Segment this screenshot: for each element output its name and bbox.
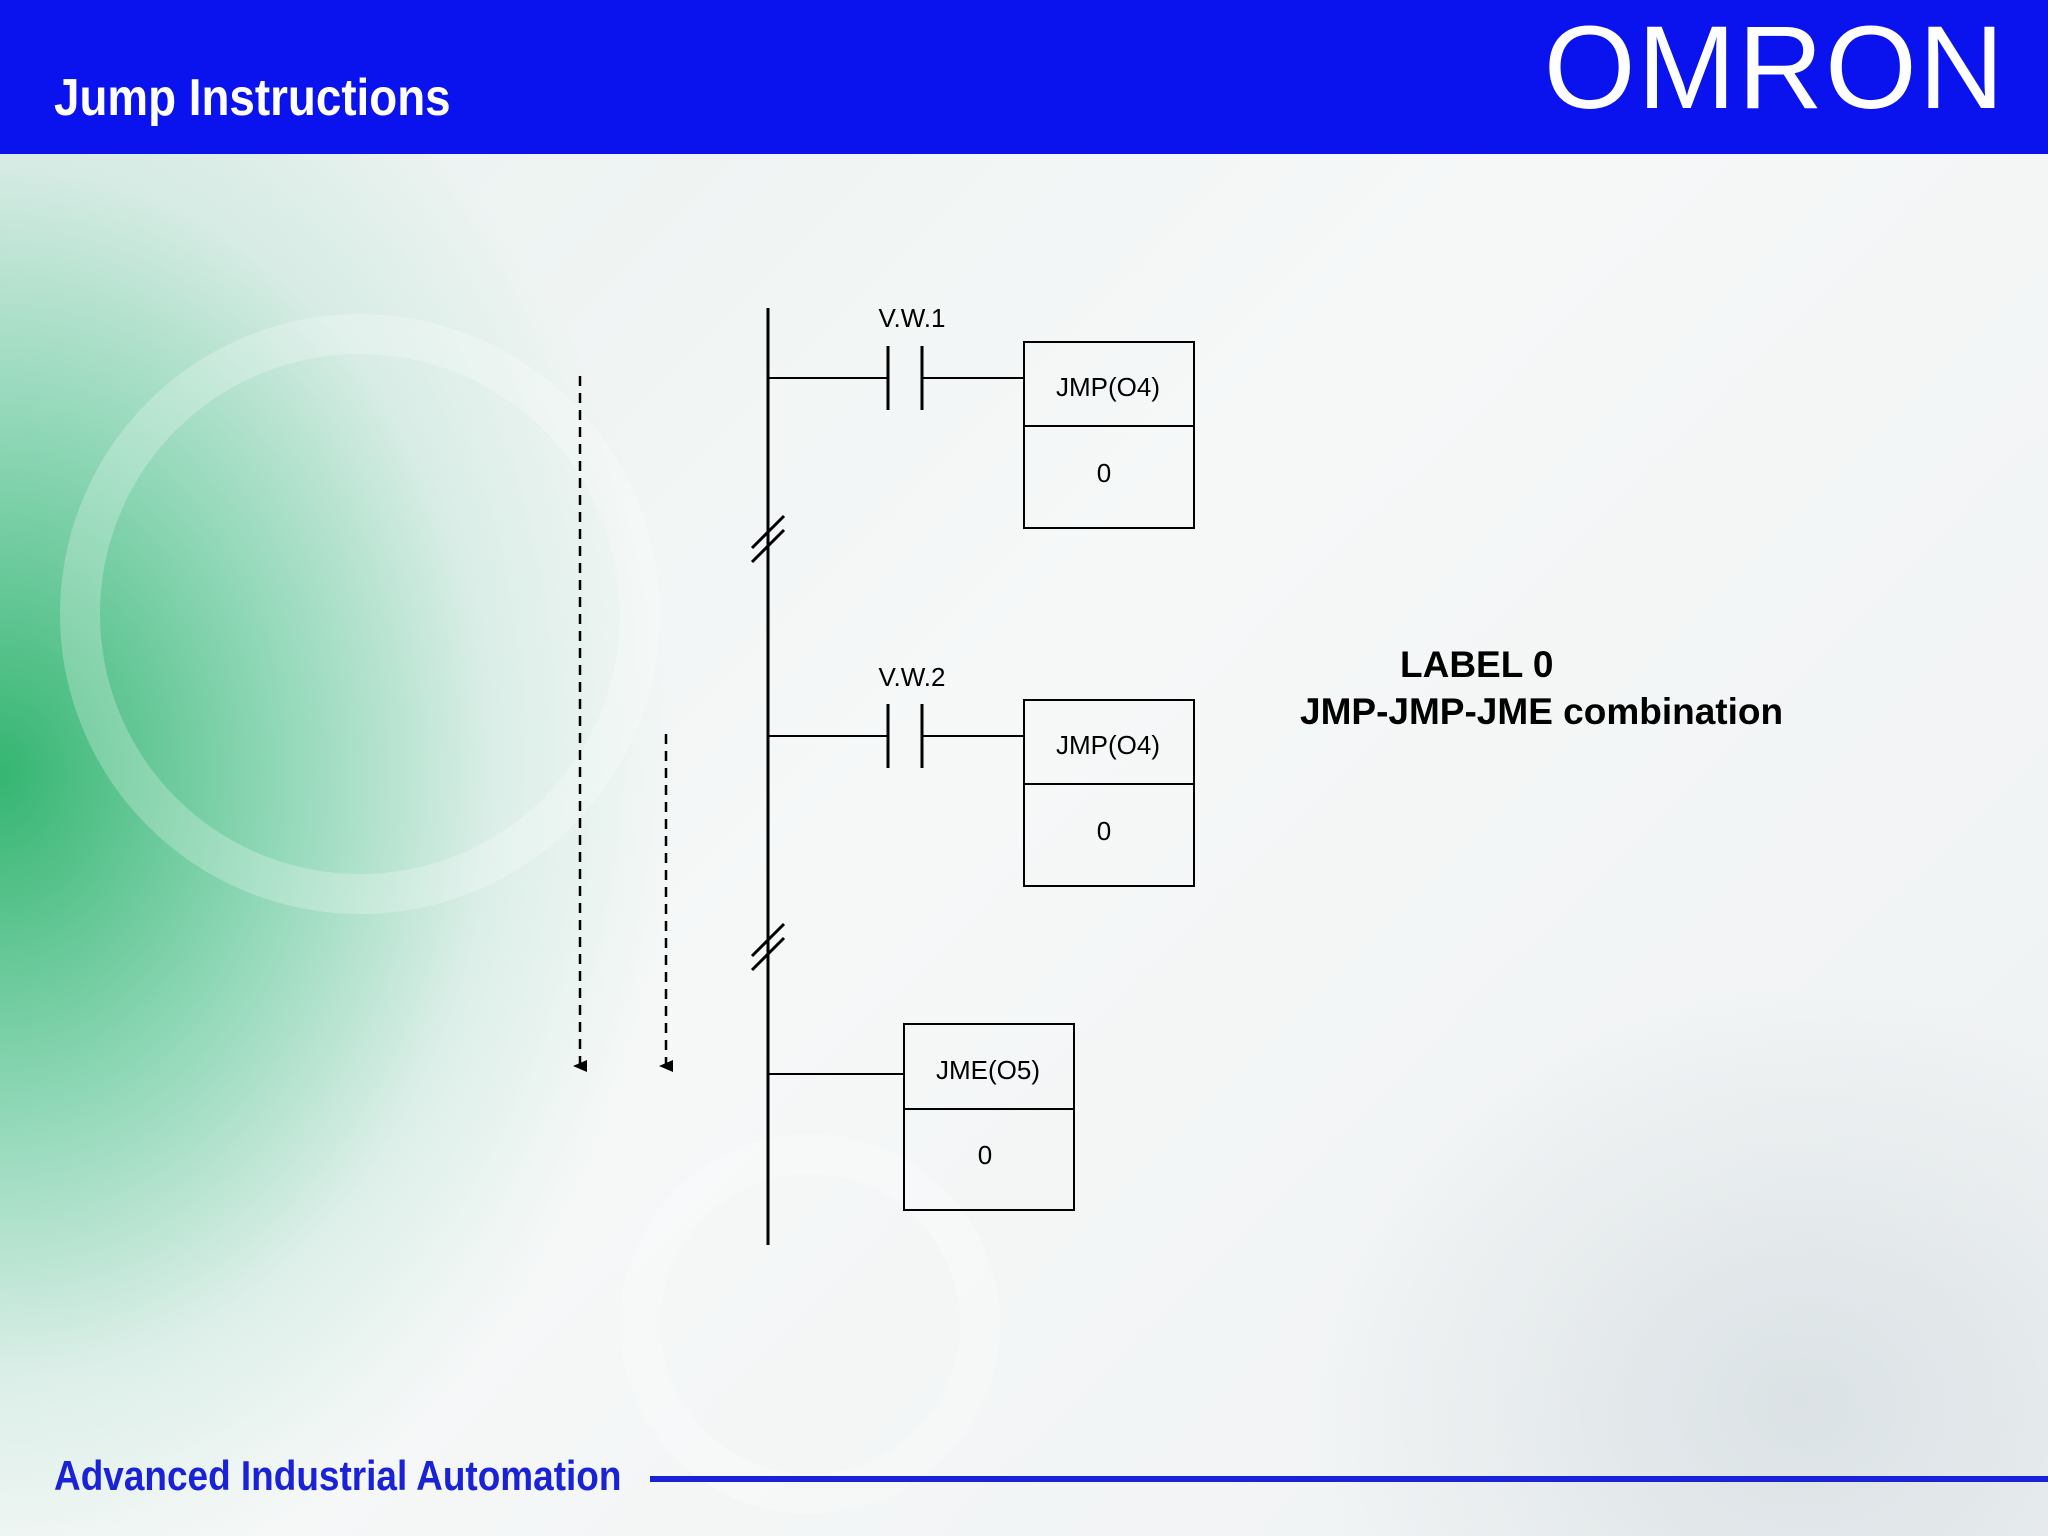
footer-divider [650,1476,2048,1482]
footer-text: Advanced Industrial Automation [54,1452,622,1499]
instruction-operand: 0 [1097,816,1111,846]
rung-3: JME(O5) 0 [768,1023,1075,1211]
rail-break-marker [750,514,786,564]
instruction-label: JMP(O4) [1056,372,1160,402]
label-note: LABEL 0 [1400,644,1554,685]
contact-label: V.W.2 [879,662,946,692]
instruction-operand: 0 [978,1140,992,1170]
instruction-label: JMP(O4) [1056,730,1160,760]
instruction-box [1023,341,1195,529]
instruction-box [903,1023,1075,1211]
header-bar: Jump Instructions OMRON [0,0,2048,154]
rail-break-marker [750,922,786,972]
combination-note: JMP-JMP-JME combination [1300,691,1784,732]
omron-logo: OMRON [1543,2,2006,134]
page-title: Jump Instructions [54,69,451,127]
instruction-operand: 0 [1097,458,1111,488]
rung-1: V.W.1 JMP(O4) 0 [768,303,1195,529]
rung-2: V.W.2 JMP(O4) 0 [768,662,1195,887]
contact-label: V.W.1 [879,303,946,333]
instruction-box [1023,699,1195,887]
instruction-label: JME(O5) [936,1055,1040,1085]
